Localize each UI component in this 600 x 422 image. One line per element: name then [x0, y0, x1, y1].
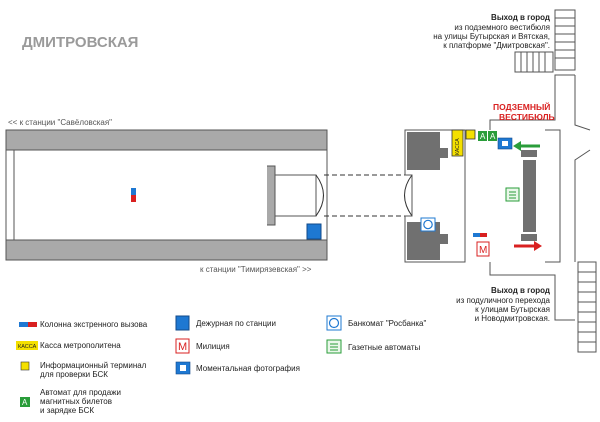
track-wall-bottom — [5, 239, 328, 261]
platform-hall — [5, 129, 328, 261]
svg-text:на улицы Бутырская и Вятская,: на улицы Бутырская и Вятская, — [433, 32, 550, 41]
staircase-bottom — [407, 222, 448, 260]
svg-text:для проверки БСК: для проверки БСК — [40, 370, 108, 379]
arrow-exit-left — [513, 141, 540, 151]
svg-text:и зарядке БСК: и зарядке БСК — [40, 406, 94, 415]
direction-label-savelovskaya: << к станции "Савёловская" — [8, 118, 112, 127]
svg-text:Газетные автоматы: Газетные автоматы — [348, 343, 420, 352]
vestibule-label-line2: ВЕСТИБЮЛЬ — [499, 112, 555, 122]
kassa-icon — [451, 129, 464, 157]
svg-text:M: M — [178, 341, 187, 353]
kassa-label: КАССА — [455, 138, 461, 155]
legend-duty-station-icon — [175, 315, 190, 331]
exit-top-heading: Выход в город — [491, 13, 550, 22]
svg-text:A: A — [490, 132, 496, 141]
direction-label-timiryazevskaya: к станции "Тимирязевская" >> — [200, 265, 312, 274]
emergency-column-vestibule-icon — [473, 233, 480, 237]
legend-info-terminal-icon — [20, 361, 30, 371]
turnstiles-top — [521, 150, 537, 157]
exit-top-text: Выход в город из подземного вестибюля на… — [433, 13, 550, 50]
svg-text:из подземного вестибюля: из подземного вестибюля — [454, 23, 550, 32]
svg-text:КАССА: КАССА — [18, 344, 37, 350]
legend-ticket-machine-icon — [20, 397, 30, 407]
svg-text:Автомат для продажи: Автомат для продажи — [40, 388, 121, 397]
emergency-column-icon — [131, 188, 136, 195]
exit-staircase-top — [514, 9, 591, 131]
police-icon — [476, 241, 490, 257]
svg-text:Милиция: Милиция — [196, 342, 230, 351]
svg-text:A: A — [22, 398, 28, 407]
svg-text:A: A — [480, 132, 486, 141]
svg-text:к платформе "Дмитровская".: к платформе "Дмитровская". — [443, 41, 550, 50]
svg-text:к улицам Бутырская: к улицам Бутырская — [475, 305, 550, 314]
svg-text:из подуличного перехода: из подуличного перехода — [456, 296, 550, 305]
svg-text:Дежурная по станции: Дежурная по станции — [196, 319, 276, 328]
svg-text:Моментальная фотография: Моментальная фотография — [196, 364, 300, 373]
svg-text:M: M — [479, 245, 487, 256]
legend-kassa-label: Касса метрополитена — [40, 341, 121, 350]
exit-bottom-text: Выход в город из подуличного перехода к … — [456, 286, 550, 323]
vestibule-label-line1: ПОДЗЕМНЫЙ — [493, 101, 550, 112]
legend-emergency-column-icon — [19, 322, 28, 327]
svg-text:и Новодмитровская.: и Новодмитровская. — [475, 314, 550, 323]
legend-emergency-column-label: Колонна экстренного вызова — [40, 320, 148, 329]
duty-station-icon — [306, 223, 322, 240]
vestibule: КАССА A A M — [404, 74, 575, 321]
track-wall-top — [5, 129, 328, 151]
central-pillar — [523, 160, 536, 232]
info-terminal-icon — [465, 129, 476, 140]
legend-police-icon — [175, 338, 190, 354]
exit-bottom-heading: Выход в город — [491, 286, 550, 295]
svg-text:магнитных билетов: магнитных билетов — [40, 397, 112, 406]
svg-text:Информационный терминал: Информационный терминал — [40, 361, 147, 370]
legend: Колонна экстренного вызова КАССА Касса м… — [16, 315, 426, 415]
station-title: ДМИТРОВСКАЯ — [22, 34, 138, 51]
turnstiles-bottom — [521, 234, 537, 241]
arrow-exit-right — [514, 241, 542, 251]
legend-kassa-icon — [16, 341, 38, 350]
ticket-machines: A A — [478, 131, 497, 141]
staircase-top — [407, 132, 448, 170]
svg-text:Банкомат "Росбанка": Банкомат "Росбанка" — [348, 319, 426, 328]
escalator-tunnel — [315, 174, 413, 217]
exit-staircase-bottom — [574, 149, 597, 353]
